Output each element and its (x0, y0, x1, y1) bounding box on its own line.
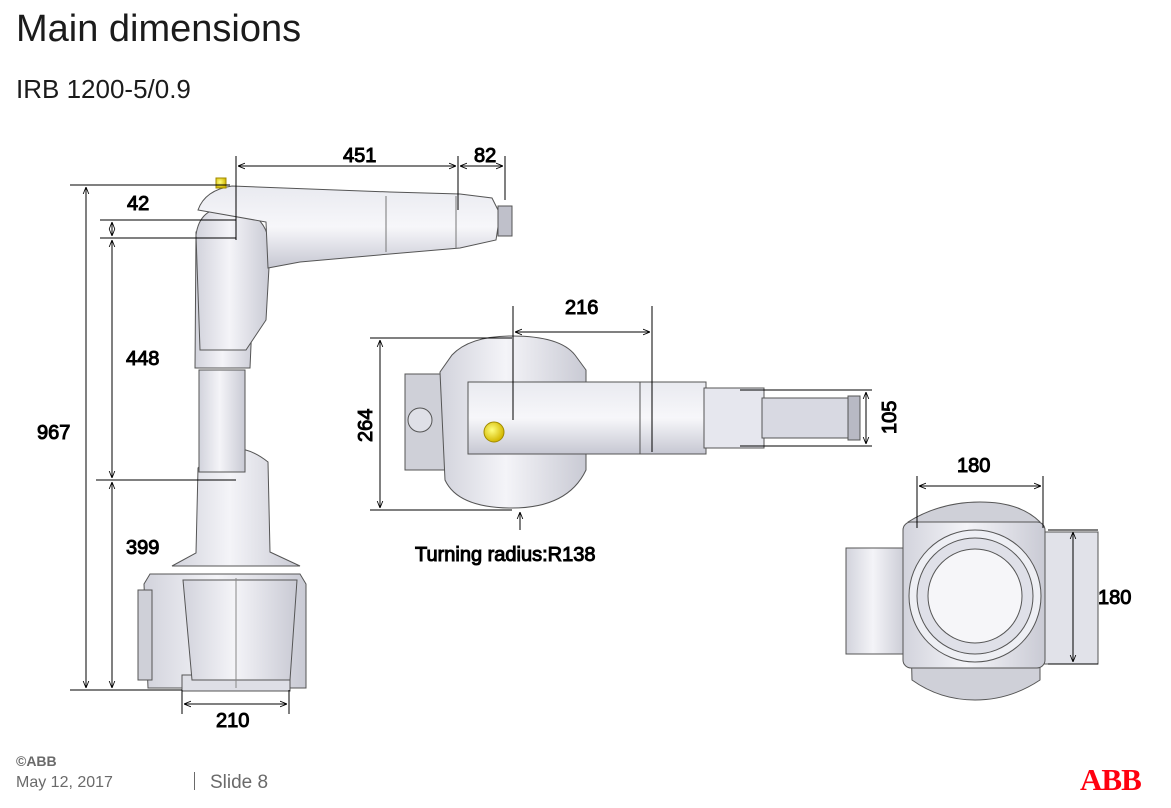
footer-slide-number: Slide 8 (210, 772, 269, 793)
dim-top-depth: 264 (355, 409, 377, 442)
dim-base-view-width: 180 (957, 455, 990, 477)
slide-title: Main dimensions (16, 8, 302, 50)
robot-base-view (845, 501, 1099, 701)
footer-separator (194, 772, 195, 790)
dim-top-width: 216 (565, 297, 598, 319)
robot-top-view (404, 335, 861, 509)
footer-copyright: ©ABB (16, 753, 57, 769)
dim-top-wrist: 105 (879, 401, 901, 434)
turning-radius-label: Turning radius:R138 (415, 544, 595, 566)
dim-total-height: 967 (37, 422, 70, 444)
dim-base-view-depth: 180 (1098, 587, 1131, 609)
robot-side-view (137, 177, 513, 692)
slide-subtitle: IRB 1200-5/0.9 (16, 74, 191, 104)
base-view-dimensions: 180 180 (916, 455, 1132, 665)
top-view-dimensions: 216 264 105 Turning radius:R138 (355, 297, 902, 567)
footer-date: May 12, 2017 (16, 774, 113, 791)
abb-logo: ABB (1080, 762, 1142, 797)
dim-reach: 451 (343, 145, 376, 167)
dim-axis-offset: 42 (127, 193, 149, 215)
dim-base-height: 399 (126, 537, 159, 559)
side-view-dimensions: 451 82 42 967 448 399 210 (37, 145, 506, 733)
dim-base-width: 210 (216, 710, 249, 732)
dim-upper-arm: 448 (126, 348, 159, 370)
dim-wrist-offset: 82 (474, 145, 496, 167)
